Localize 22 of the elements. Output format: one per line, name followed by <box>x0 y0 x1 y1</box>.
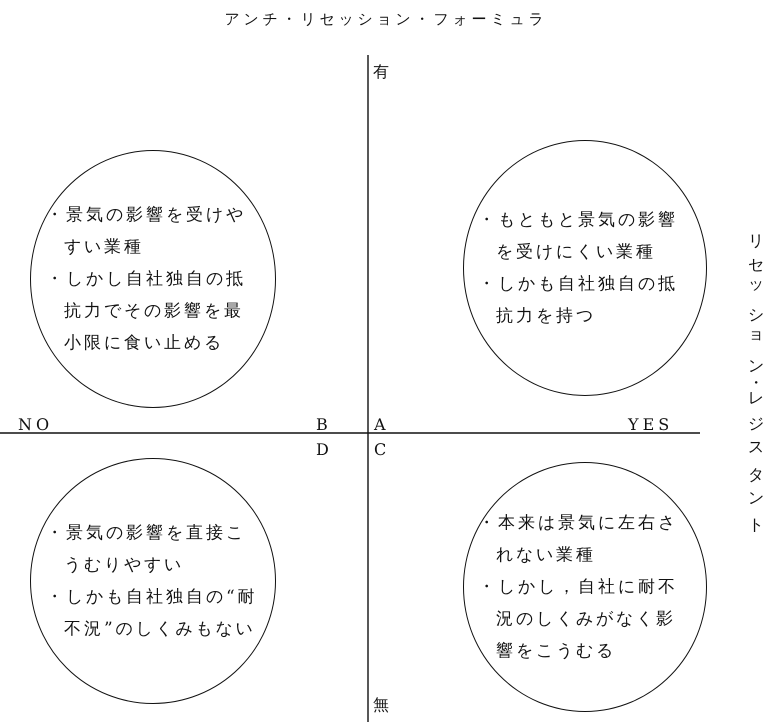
bullet-text: ・本来は景気に左右されない業種 <box>478 512 679 567</box>
quadrant-circle <box>30 150 276 408</box>
quadrant-letter: C <box>374 440 386 459</box>
bullet-text: ・しかし自社独自の抵抗力でその影響を最小限に食い止める <box>46 268 247 355</box>
axis-label: 有 <box>373 62 389 83</box>
bullet-text: ・しかし，自社に耐不況のしくみがなく影響をこうむる <box>478 576 679 663</box>
quadrant-letter: D <box>316 440 329 459</box>
quadrant-circle <box>30 458 276 704</box>
bullet-text: ・景気の影響を受けやすい業種 <box>46 204 247 259</box>
quadrant-circle <box>463 140 707 396</box>
axis-title: リセッション・レジスタント <box>746 222 766 531</box>
bullet-text: ・しかも自社独自の“耐不況”のしくみもない <box>46 586 259 641</box>
bullet-text: ・もともと景気の影響を受けにくい業種 <box>478 209 679 264</box>
title: アンチ・リセッション・フォーミュラ <box>224 10 548 28</box>
quadrant-letter: A <box>374 415 386 434</box>
quadrant-letter: B <box>316 415 328 434</box>
axis-label: YES <box>628 415 674 434</box>
bullet-text: ・景気の影響を直接こうむりやすい <box>46 522 247 577</box>
axis-label: 無 <box>373 695 389 716</box>
quadrant-circle <box>463 462 707 712</box>
axis-label: NO <box>18 415 54 434</box>
bullet-text: ・しかも自社独自の抵抗力を持つ <box>478 273 679 328</box>
